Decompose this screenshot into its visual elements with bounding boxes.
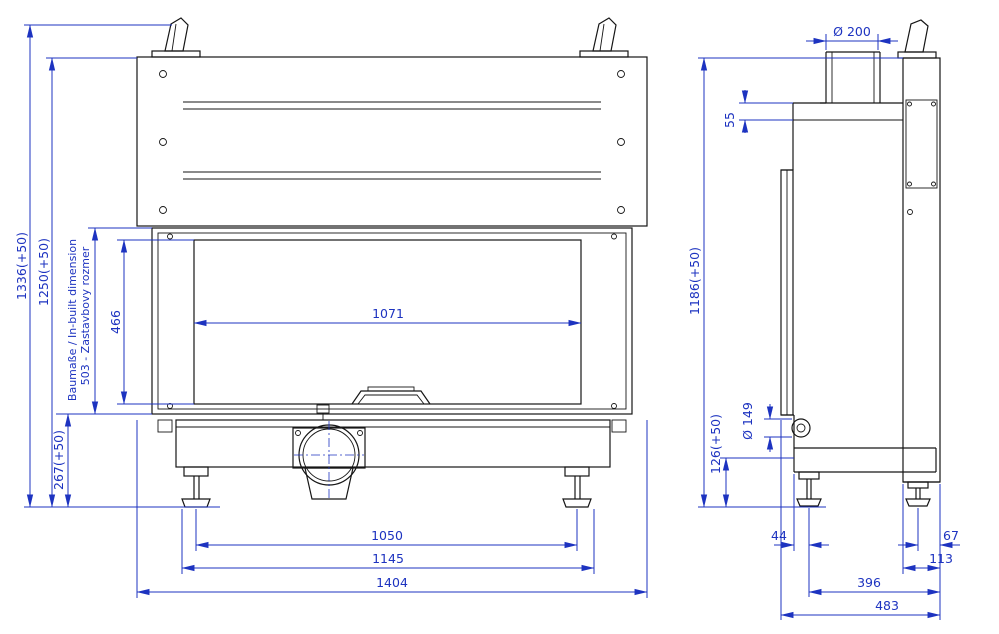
inbuilt-dimension-label-de-en: Baumaße / In-built dimension [66, 239, 79, 401]
front-feet-outer-span-label: 1145 [372, 551, 404, 566]
front-body-height-label: 1250(+50) [36, 238, 51, 306]
side-view-drawing [780, 19, 941, 507]
side-firebox [780, 102, 940, 483]
front-plinth-height-label: 267(+50) [51, 430, 66, 490]
foot-to-back-label: 396 [857, 575, 881, 590]
front-feet-span-label: 1050 [371, 528, 403, 543]
front-right-bracket [579, 17, 629, 58]
side-rear-panel [902, 57, 941, 483]
overall-depth-label: 483 [875, 598, 899, 613]
duct-diameter-label: Ø 149 [740, 402, 755, 440]
side-view-dimensions: Ø 200 55 1186(+50) 126(+50) Ø 149 44 67 … [687, 24, 960, 620]
front-glass-width-label: 1071 [372, 306, 404, 321]
front-overall-width-label: 1404 [376, 575, 408, 590]
front-view-dimensions: 1336(+50) 1250(+50) 503 - Zastavbovy roz… [14, 24, 648, 598]
rear-foot-offset-label: 67 [943, 528, 959, 543]
inbuilt-dimension-label-sk: 503 - Zastavbovy rozmer [79, 246, 92, 385]
door-handle [351, 386, 431, 405]
top-plate-label: 55 [722, 112, 737, 128]
flue-pipe [820, 51, 886, 104]
front-view-drawing [136, 17, 648, 508]
flue-diameter-label: Ø 200 [833, 24, 871, 39]
side-bracket [897, 19, 937, 59]
front-door-frame [151, 227, 633, 415]
front-left-bracket [151, 17, 201, 58]
rear-panel-depth-label: 113 [929, 551, 953, 566]
side-overall-height-label: 1186(+50) [687, 247, 702, 315]
front-right-foot [562, 466, 592, 508]
front-overall-height-label: 1336(+50) [14, 232, 29, 300]
front-upper-body [136, 56, 648, 227]
side-plinth-height-label: 126(+50) [708, 414, 723, 474]
side-front-foot [796, 471, 822, 507]
front-plinth [157, 419, 627, 468]
front-foot-offset-label: 44 [771, 528, 787, 543]
side-duct-circle [791, 418, 811, 438]
front-left-foot [181, 466, 211, 508]
door-latch [316, 404, 330, 420]
side-rear-foot [905, 481, 931, 507]
front-glass-height-label: 466 [108, 310, 123, 334]
